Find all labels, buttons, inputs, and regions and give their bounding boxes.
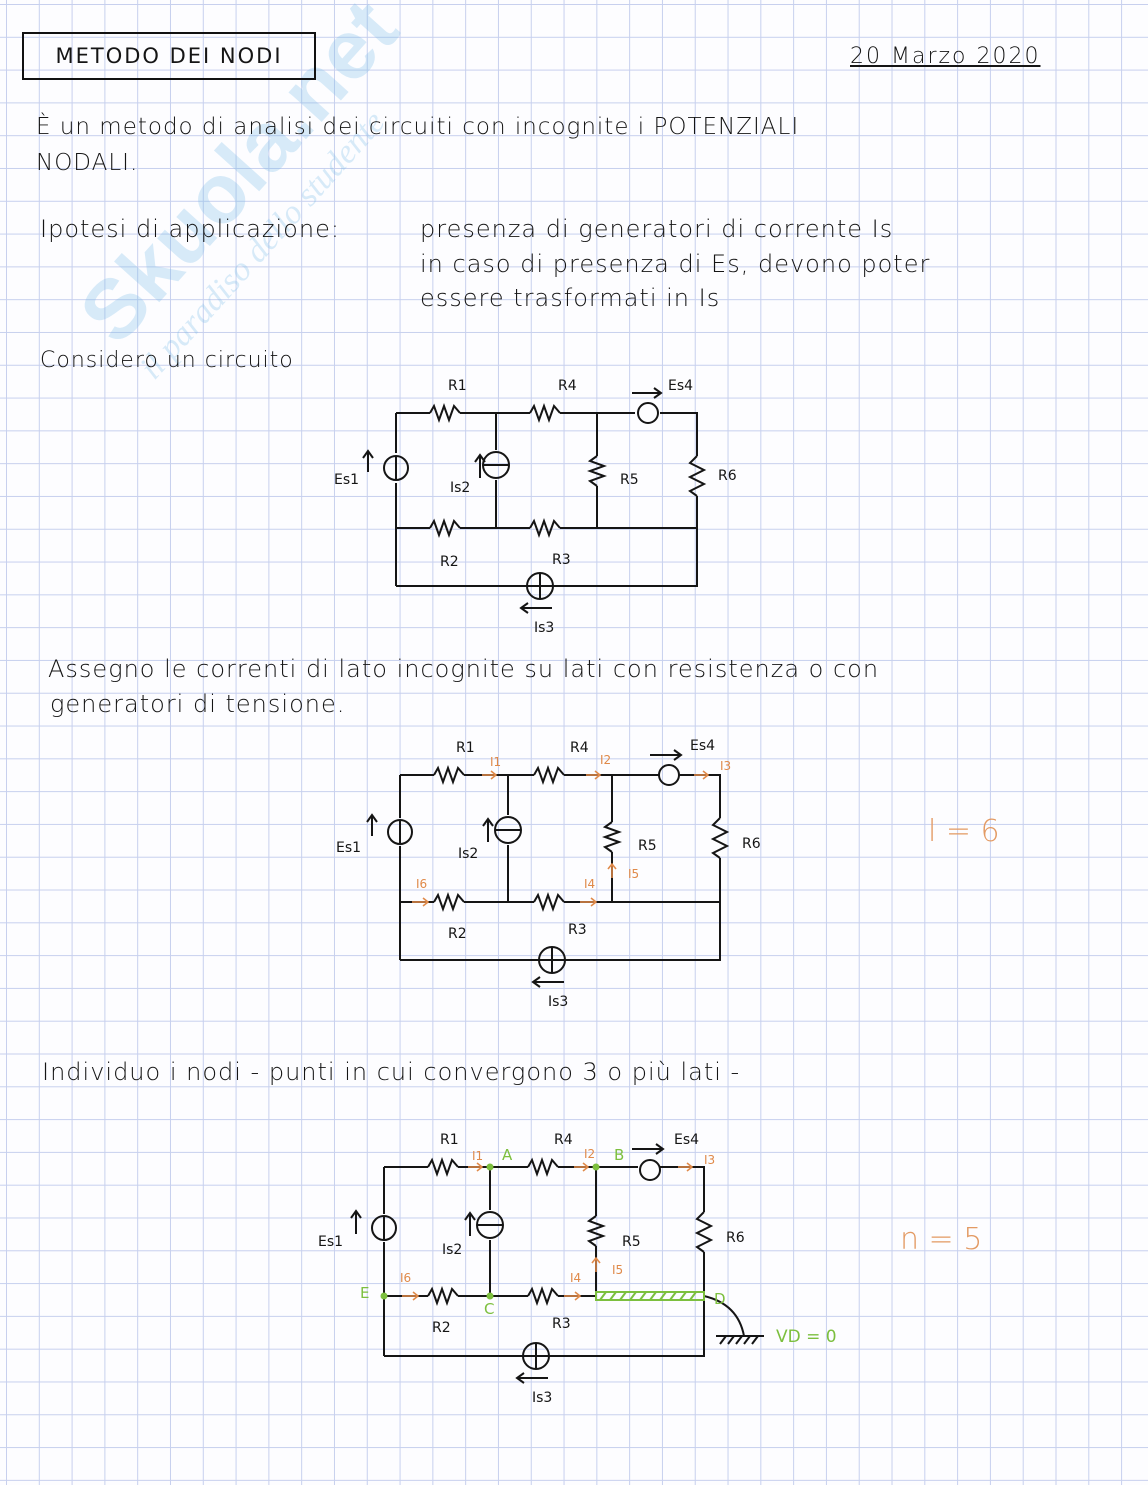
- c3-label-r3: R3: [552, 1316, 571, 1332]
- c2-label-i4: I4: [584, 877, 595, 891]
- c2-label-r5: R5: [638, 838, 657, 854]
- lati-count: l = 6: [928, 814, 1000, 849]
- c3-label-is3: Is3: [532, 1390, 552, 1406]
- c3-node-a: A: [502, 1146, 513, 1164]
- c1-label-r4: R4: [558, 378, 577, 394]
- c2-label-r1: R1: [456, 740, 475, 756]
- assign-line-1: Assegno le correnti di lato incognite su…: [48, 655, 880, 683]
- nodes-text: Individuo i nodi - punti in cui convergo…: [42, 1058, 741, 1086]
- c3-label-r4: R4: [554, 1132, 573, 1148]
- c1-label-r5: R5: [620, 472, 639, 488]
- hypothesis-line-1: presenza di generatori di corrente Is: [420, 215, 894, 243]
- intro-line-1: È un metodo di analisi dei circuiti con …: [36, 114, 800, 140]
- c3-label-r5: R5: [622, 1234, 641, 1250]
- c2-label-r4: R4: [570, 740, 589, 756]
- page-title: METODO DEI NODI: [22, 32, 316, 80]
- c3-label-r2: R2: [432, 1320, 451, 1336]
- c3-label-i5: I5: [612, 1263, 623, 1277]
- c2-label-es4: Es4: [690, 738, 715, 754]
- c1-label-r6: R6: [718, 468, 737, 484]
- nodi-count: n = 5: [900, 1222, 983, 1257]
- assign-line-2: generatori di tensione.: [50, 690, 346, 718]
- c1-label-r1: R1: [448, 378, 467, 394]
- c2-label-i5: I5: [628, 867, 639, 881]
- page-date: 20 Marzo 2020: [850, 44, 1041, 69]
- c3-label-i6: I6: [400, 1271, 411, 1285]
- c3-label-r6: R6: [726, 1230, 745, 1246]
- c2-label-i1: I1: [490, 755, 501, 769]
- c1-label-is3: Is3: [534, 620, 554, 636]
- c2-label-es1: Es1: [336, 840, 361, 856]
- c3-label-i3: I3: [704, 1153, 715, 1167]
- c3-node-b: B: [614, 1146, 624, 1164]
- c2-label-i3: I3: [720, 759, 731, 773]
- c2-label-i6: I6: [416, 877, 427, 891]
- c3-node-c: C: [484, 1300, 494, 1318]
- c3-node-e: E: [360, 1284, 369, 1302]
- c2-label-is2: Is2: [458, 846, 478, 862]
- c3-label-is2: Is2: [442, 1242, 462, 1258]
- hypothesis-line-2: in caso di presenza di Es, devono poter: [420, 250, 931, 278]
- c3-label-i2: I2: [584, 1147, 595, 1161]
- c3-label-i4: I4: [570, 1271, 581, 1285]
- consider-text: Considero un circuito: [40, 348, 294, 373]
- circuit-diagram-1: R1 R4 Es4 Es1 Is2 R5 R6 R2 R3 Is3: [334, 378, 737, 636]
- c2-label-r2: R2: [448, 926, 467, 942]
- c1-label-es1: Es1: [334, 472, 359, 488]
- hypothesis-line-3: essere trasformati in Is: [420, 284, 721, 312]
- c3-label-es4: Es4: [674, 1132, 699, 1148]
- c2-label-i2: I2: [600, 753, 611, 767]
- c2-label-r6: R6: [742, 836, 761, 852]
- c1-label-is2: Is2: [450, 480, 470, 496]
- c3-label-es1: Es1: [318, 1234, 343, 1250]
- hypothesis-label: Ipotesi di applicazione:: [40, 215, 340, 243]
- c2-label-r3: R3: [568, 922, 587, 938]
- intro-line-2: NODALI.: [36, 150, 139, 176]
- circuit-diagram-3: R1 R4 Es4 Es1 Is2 R5 R6 R2 R3 Is3 I1 I2 …: [318, 1132, 837, 1406]
- circuit-diagram-2: R1 R4 Es4 Es1 Is2 R5 R6 R2 R3 Is3 I1 I2 …: [336, 738, 761, 1010]
- c1-label-r2: R2: [440, 554, 459, 570]
- c3-label-r1: R1: [440, 1132, 459, 1148]
- c1-label-es4: Es4: [668, 378, 693, 394]
- c1-label-r3: R3: [552, 552, 571, 568]
- c3-label-vd: VD = 0: [776, 1327, 837, 1347]
- c3-label-i1: I1: [472, 1149, 483, 1163]
- c3-node-d: D: [714, 1290, 726, 1308]
- c2-label-is3: Is3: [548, 994, 568, 1010]
